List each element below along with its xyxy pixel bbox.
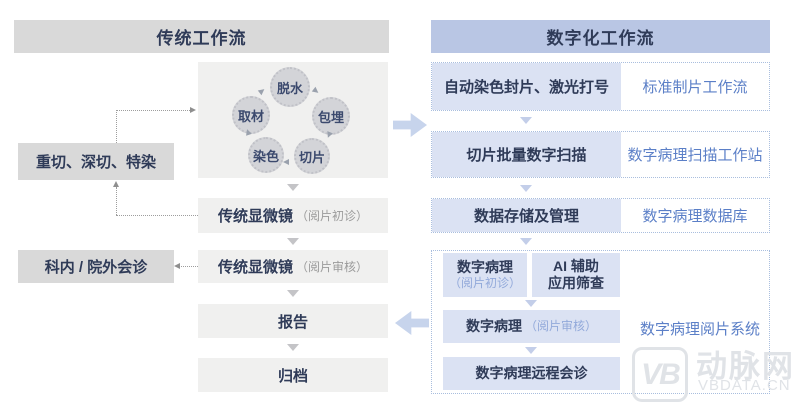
- cycle-node-staining: 染色: [248, 137, 284, 173]
- cell-main-label: AI 辅助: [553, 257, 599, 274]
- step-main-label: 归档: [277, 367, 308, 385]
- connector-line: [179, 266, 198, 267]
- step-sub-label: （阅片审核）: [296, 260, 369, 274]
- connector-line: [116, 110, 117, 143]
- step-main-label: 报告: [277, 313, 308, 331]
- digital-step-cell: 切片批量数字扫描: [432, 132, 621, 177]
- connector-line: [116, 187, 117, 215]
- vbdata-logo: VB: [632, 347, 688, 402]
- step-microscope-preliminary: 传统显微镜 （阅片初诊）: [198, 198, 388, 233]
- arrowhead-left-icon: [174, 263, 180, 269]
- digital-system-label: 数字病理扫描工作站: [627, 147, 763, 164]
- cycle-node-embedding: 包埋: [312, 97, 350, 135]
- step-microscope-review: 传统显微镜 （阅片审核）: [198, 250, 388, 283]
- workflow-transfer-right-arrow-icon: [393, 113, 427, 137]
- vbdata-domain-text: VBDATA.CN: [698, 377, 791, 394]
- cycle-node-sectioning: 切片: [294, 138, 330, 174]
- workflow-transfer-left-arrow-icon: [395, 311, 429, 335]
- arrowhead-up-icon: [113, 181, 119, 187]
- down-arrow-icon: [287, 290, 299, 297]
- ai-assisted-screening-cell: AI 辅助 应用筛查: [532, 253, 620, 297]
- cell-sub-label: （阅片审核）: [524, 319, 597, 333]
- down-arrow-icon: [287, 344, 299, 351]
- cycle-node-sampling: 取材: [232, 96, 270, 134]
- cell-main-label: 应用筛查: [548, 275, 604, 291]
- step-main-label: 传统显微镜: [217, 259, 293, 276]
- digital-pathology-preliminary-cell: 数字病理 （阅片初诊）: [443, 253, 527, 297]
- recut-deepcut-specialstain-box: 重切、深切、特染: [18, 143, 174, 180]
- digital-pathology-review-cell: 数字病理 （阅片审核）: [443, 310, 620, 343]
- digital-step-cell: 自动染色封片、激光打号: [432, 63, 621, 110]
- cell-sub-label: （阅片初诊）: [448, 276, 521, 291]
- vbdata-brand-name: 动脉网: [696, 349, 795, 384]
- digital-reading-system-label: 数字病理阅片系统: [639, 321, 760, 338]
- down-arrow-icon: [520, 117, 532, 124]
- down-arrow-icon: [520, 238, 532, 245]
- arrowhead-right-icon: [190, 107, 196, 113]
- connector-line: [116, 110, 192, 111]
- down-arrow-icon: [525, 347, 537, 354]
- remote-consultation-cell: 数字病理远程会诊: [443, 357, 620, 390]
- consultation-box: 科内 / 院外会诊: [18, 250, 174, 283]
- down-arrow-icon: [287, 238, 299, 245]
- digital-row-batch-scan: 切片批量数字扫描 数字病理扫描工作站: [431, 131, 770, 178]
- digital-row-data-storage: 数据存储及管理 数字病理数据库: [431, 198, 770, 233]
- step-sub-label: （阅片初诊）: [296, 209, 369, 223]
- down-arrow-icon: [287, 184, 299, 191]
- cycle-node-dehydration: 脱水: [270, 67, 310, 107]
- cell-main-label: 数字病理远程会诊: [475, 364, 588, 381]
- step-main-label: 传统显微镜: [217, 208, 293, 225]
- step-report: 报告: [198, 304, 388, 338]
- digital-workflow-header: 数字化工作流: [431, 20, 770, 53]
- cell-main-label: 数字病理: [457, 258, 513, 275]
- down-arrow-icon: [520, 185, 532, 192]
- cycle-arrow-icon: [283, 159, 289, 165]
- step-archive: 归档: [198, 358, 388, 392]
- down-arrow-icon: [525, 300, 537, 307]
- digital-system-label: 标准制片工作流: [642, 79, 748, 96]
- cell-main-label: 数字病理: [465, 317, 522, 334]
- connector-line: [116, 215, 198, 216]
- traditional-workflow-header: 传统工作流: [14, 20, 389, 53]
- digital-row-slide-prep: 自动染色封片、激光打号 标准制片工作流: [431, 62, 770, 111]
- digital-step-cell: 数据存储及管理: [432, 199, 621, 232]
- digital-system-label: 数字病理数据库: [642, 208, 748, 225]
